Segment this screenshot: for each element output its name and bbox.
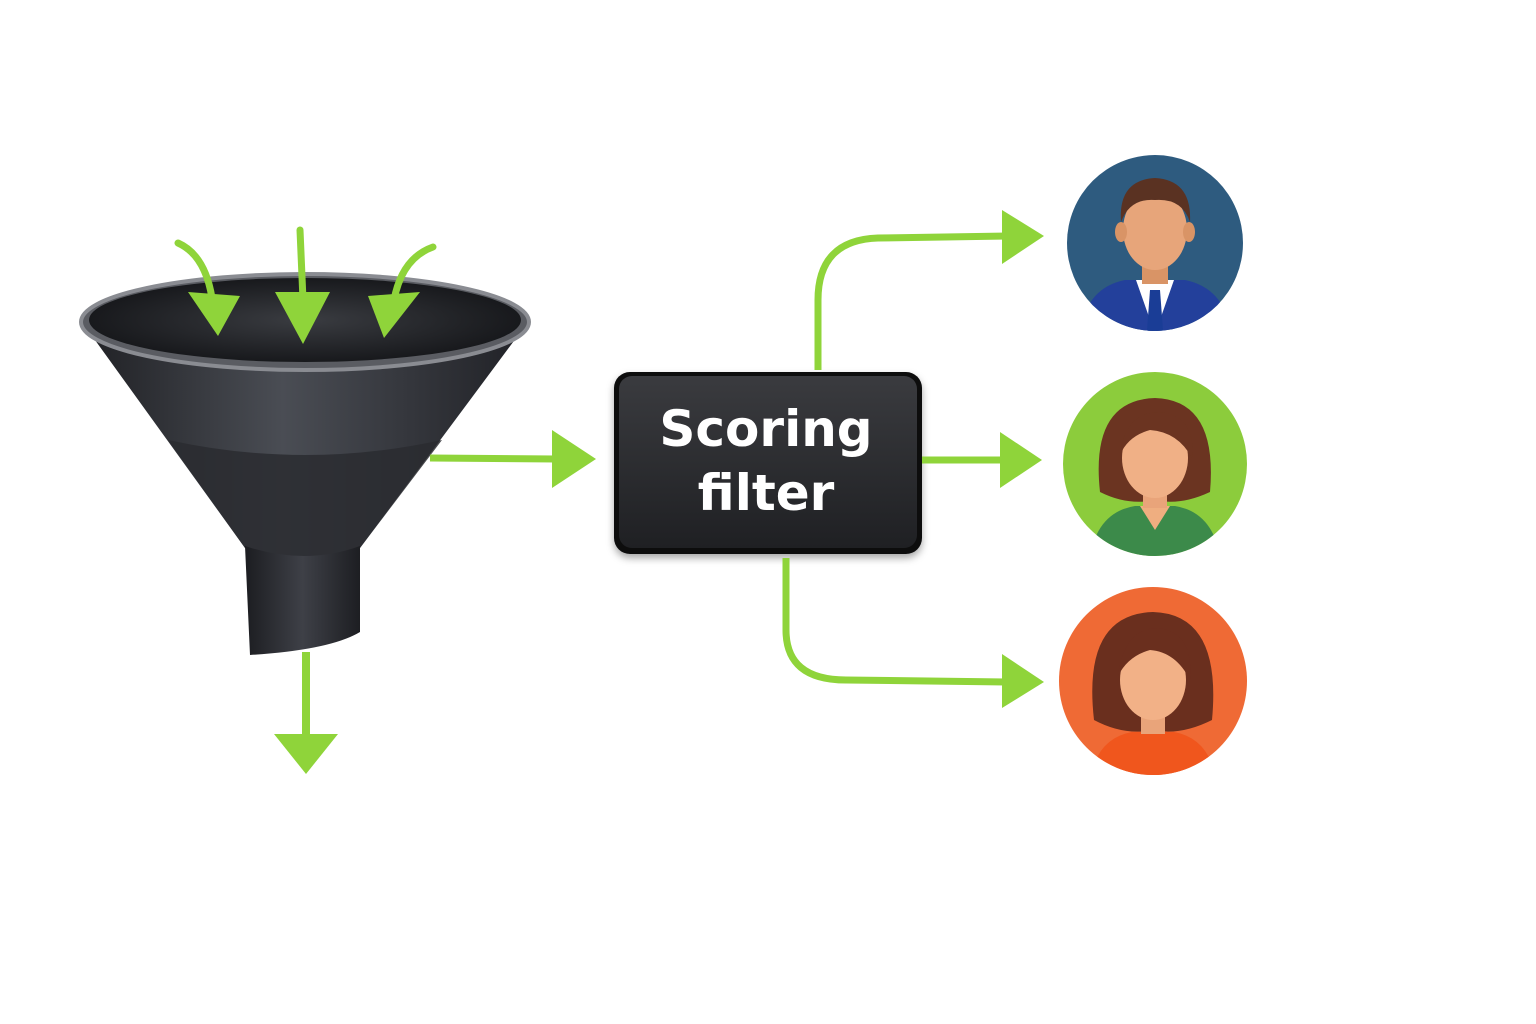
- arrowhead-icon: [275, 292, 330, 344]
- arrowhead-icon: [274, 734, 338, 774]
- scoring-filter-box: Scoring filter: [614, 372, 922, 554]
- connector-to-person-3: [782, 558, 1007, 686]
- arrowhead-icon: [552, 430, 596, 488]
- arrowhead-icon: [188, 292, 240, 336]
- connector-to-person-1: [814, 232, 1009, 370]
- discard-arrow: [274, 652, 338, 774]
- person-icon: [1063, 372, 1247, 556]
- input-arrows: [174, 226, 437, 304]
- arrowhead-icon: [1000, 432, 1042, 488]
- arrowhead-icon: [368, 292, 420, 338]
- arrowhead-icon: [1002, 654, 1044, 708]
- funnel-to-filter-arrow: [429, 430, 596, 488]
- person-icon: [1059, 587, 1247, 775]
- input-arrow-right: [390, 243, 437, 304]
- person-icon: [1067, 155, 1243, 331]
- arrowhead-icon: [1002, 210, 1044, 264]
- filter-label-line1: Scoring: [659, 400, 872, 458]
- input-arrow-center: [296, 226, 307, 304]
- filter-label-line2: filter: [698, 464, 835, 522]
- input-arrow-left: [174, 239, 216, 302]
